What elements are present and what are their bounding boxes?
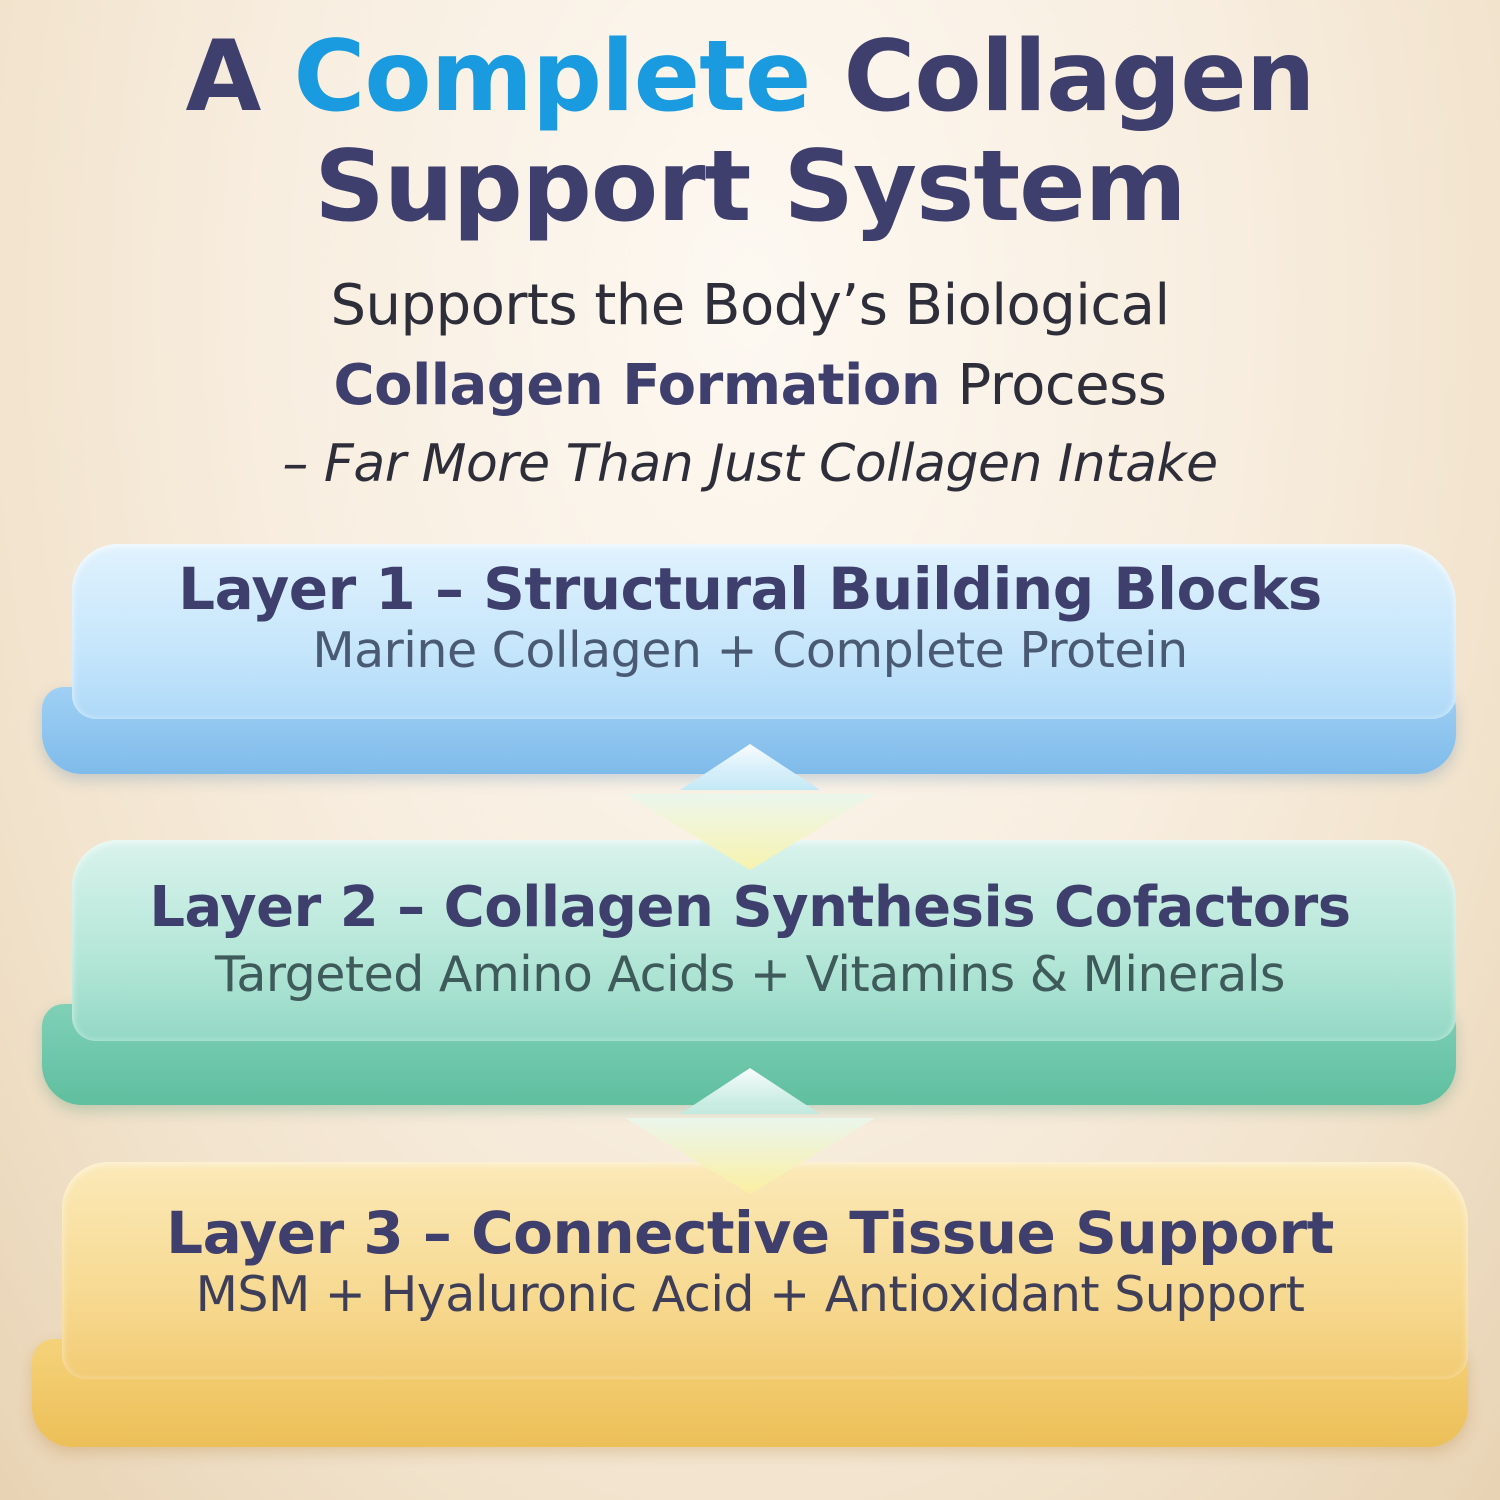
layer-1-slab (42, 544, 1456, 774)
subheadline-line-1: Supports the Body’s Biological (330, 273, 1170, 338)
headline-word-collagen: Collagen (843, 20, 1316, 134)
headline-line-1: A Complete Collagen (0, 28, 1500, 126)
headline-word-a: A (185, 20, 262, 134)
layer-2-slab-top (72, 840, 1456, 1042)
layer-3-slab-top (62, 1162, 1468, 1379)
layer-2-title: Layer 2 – Collagen Synthesis Cofactors (149, 875, 1351, 940)
subheadline-line-2: Collagen Formation Process (0, 358, 1500, 414)
layer-3-title: Layer 3 – Connective Tissue Support (166, 1199, 1334, 1267)
layer-2-description: Targeted Amino Acids + Vitamins & Minera… (215, 946, 1285, 1003)
up-down-arrow-icon (625, 1068, 875, 1194)
layer-2-slab (42, 840, 1456, 1105)
subheadline-bold-phrase: Collagen Formation (333, 353, 941, 418)
layer-3-slab (32, 1162, 1468, 1447)
layer-1-slab-top (72, 544, 1456, 719)
subheadline-line-3: – Far More Than Just Collagen Intake (282, 434, 1218, 494)
layer-1-title: Layer 1 – Structural Building Blocks (178, 555, 1322, 623)
subheadline-process-word: Process (957, 353, 1167, 418)
up-down-arrow-icon (625, 744, 875, 870)
headline-accent-word: Complete (293, 20, 812, 134)
layer-3-description: MSM + Hyaluronic Acid + Antioxidant Supp… (195, 1266, 1305, 1323)
headline-line-2: Support System (314, 130, 1187, 244)
layer-1-description: Marine Collagen + Complete Protein (312, 622, 1188, 679)
